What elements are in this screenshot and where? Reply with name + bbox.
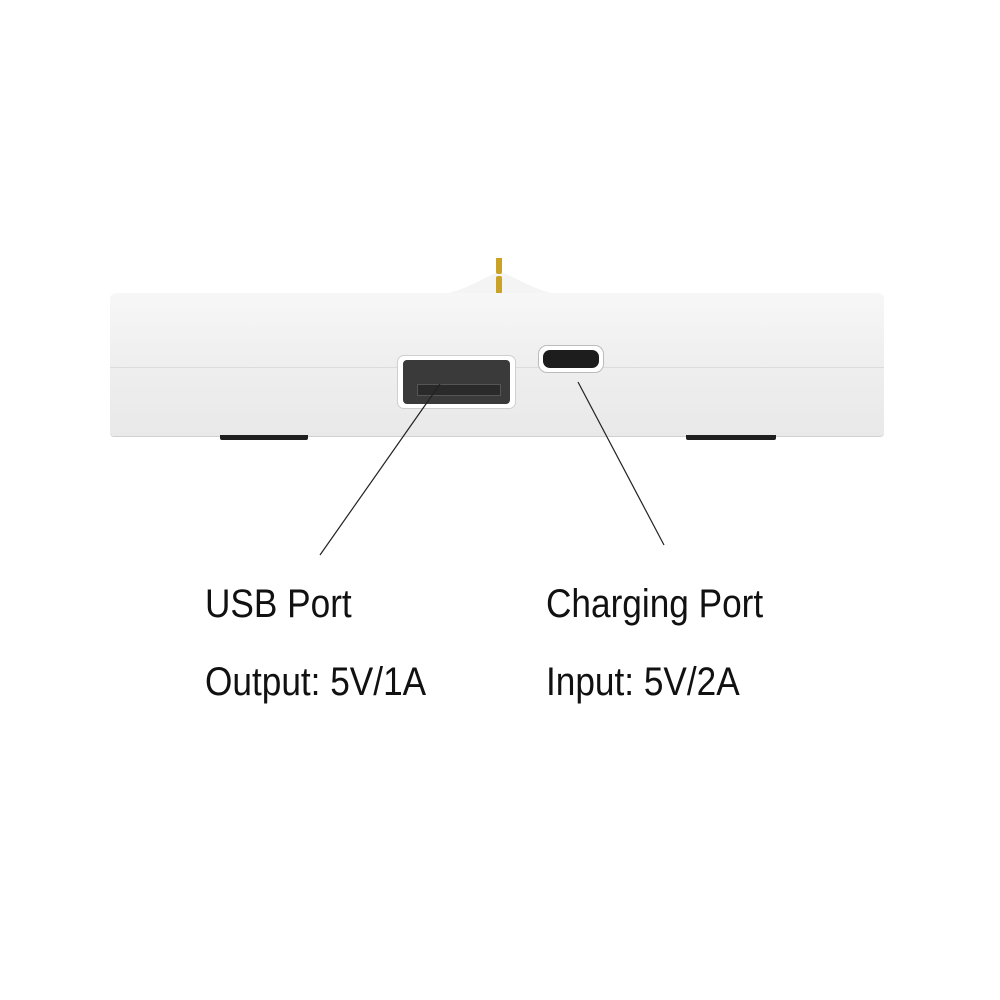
charging-callout-line — [577, 381, 665, 546]
usb-port-spec: Output: 5V/1A — [205, 660, 427, 704]
pogo-pin-top — [496, 256, 502, 274]
right-foot — [686, 435, 776, 440]
micro-usb-port — [539, 346, 603, 372]
charging-port-spec: Input: 5V/2A — [546, 660, 740, 704]
usb-port-title: USB Port — [205, 582, 352, 626]
micro-usb-cavity — [543, 350, 599, 368]
pogo-pin-bottom — [496, 276, 502, 294]
left-foot — [220, 435, 308, 440]
device-body-top — [110, 293, 884, 367]
charging-port-title: Charging Port — [546, 582, 764, 626]
pogo-pin-mount — [420, 256, 580, 298]
usb-a-port — [398, 356, 515, 408]
usb-port-cavity — [403, 360, 510, 404]
usb-callout-line — [319, 383, 441, 556]
